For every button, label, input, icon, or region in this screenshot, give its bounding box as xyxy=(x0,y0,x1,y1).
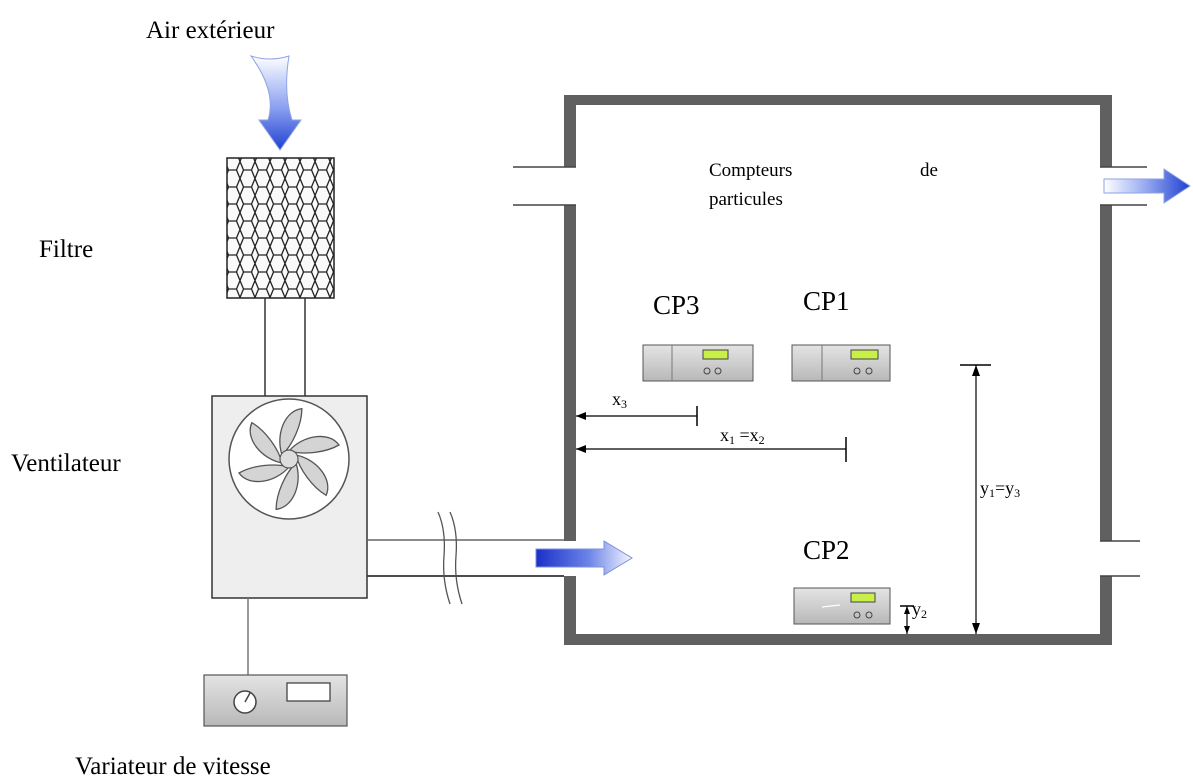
filter-label: Filtre xyxy=(39,236,93,263)
counters-label-line2: particules xyxy=(709,189,783,210)
filter-mesh-icon xyxy=(226,157,335,299)
cp3-label: CP3 xyxy=(653,290,700,320)
air-label: Air extérieur xyxy=(146,17,275,44)
x1-x2-dimension: x1 =x2 xyxy=(576,425,847,462)
right-arrow-icon xyxy=(1103,168,1191,204)
cp2-label: CP2 xyxy=(803,535,850,565)
cp3-device xyxy=(642,344,754,382)
x1-x2-label: x1 =x2 xyxy=(720,425,765,447)
down-arrow-icon xyxy=(249,55,302,151)
fan-icon xyxy=(228,398,350,520)
counters-label-line1: Compteurs xyxy=(709,160,792,181)
cp1-label: CP1 xyxy=(803,286,850,316)
room-walls xyxy=(564,95,1112,645)
cp2-device xyxy=(793,587,891,625)
x3-label: x3 xyxy=(612,389,627,411)
y1-y3-dimension: y1=y3 xyxy=(960,364,1020,634)
x3-dimension: x3 xyxy=(576,389,698,426)
speed-controller xyxy=(203,674,348,727)
y1-y3-label: y1=y3 xyxy=(980,478,1020,500)
y2-dimension: y2 xyxy=(900,599,927,634)
fan-label: Ventilateur xyxy=(11,450,121,477)
cp1-device xyxy=(791,344,891,382)
counters-label-de: de xyxy=(920,160,938,181)
y2-label: y2 xyxy=(912,599,927,621)
supply-duct xyxy=(367,511,564,605)
speed-label: Variateur de vitesse xyxy=(75,753,271,780)
right-arrow-icon xyxy=(535,540,633,576)
